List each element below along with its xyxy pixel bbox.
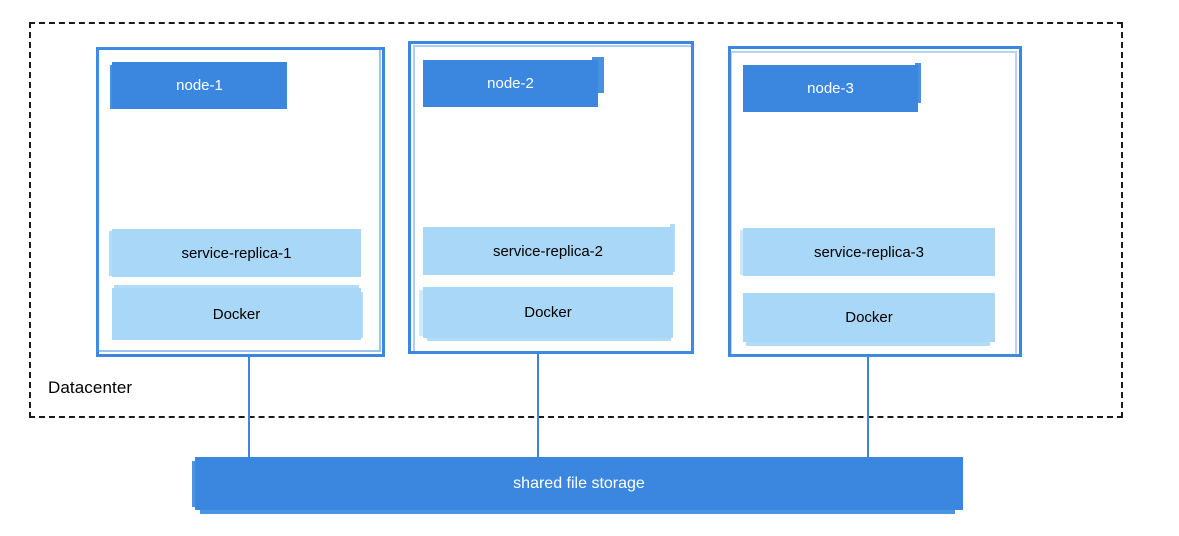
datacenter-label: Datacenter (48, 378, 133, 397)
node-2-service-label: service-replica-2 (492, 242, 604, 260)
node-3-docker[interactable]: Docker (743, 293, 995, 346)
node-1-docker-label: Docker (212, 305, 261, 323)
node-2-service-replica[interactable]: service-replica-2 (423, 224, 675, 275)
node-2-docker-label: Docker (524, 304, 572, 321)
node-3-header[interactable]: node-3 (743, 63, 921, 112)
connector-node-1-to-storage (248, 357, 250, 458)
shared-file-storage[interactable]: shared file storage (192, 457, 963, 514)
node-1-service-replica[interactable]: service-replica-1 (109, 229, 361, 277)
datacenter-boundary (29, 22, 1123, 418)
node-2-docker[interactable]: Docker (419, 287, 673, 341)
node-3-docker-label: Docker (845, 309, 893, 326)
connector-node-2-to-storage (537, 354, 539, 458)
node-1-service-label: service-replica-1 (181, 244, 292, 262)
shared-file-storage-label: shared file storage (513, 474, 645, 492)
node-1-header-label: node-1 (176, 77, 223, 94)
node-3-header-label: node-3 (807, 80, 854, 97)
node-1-docker[interactable]: Docker (112, 285, 363, 340)
node-3-service-replica[interactable]: service-replica-3 (740, 228, 995, 276)
node-2-header-label: node-2 (487, 75, 534, 92)
node-3-service-label: service-replica-3 (813, 243, 925, 261)
node-1-header[interactable]: node-1 (110, 62, 287, 109)
node-2-header[interactable]: node-2 (423, 57, 604, 107)
connector-node-3-to-storage (867, 357, 869, 458)
